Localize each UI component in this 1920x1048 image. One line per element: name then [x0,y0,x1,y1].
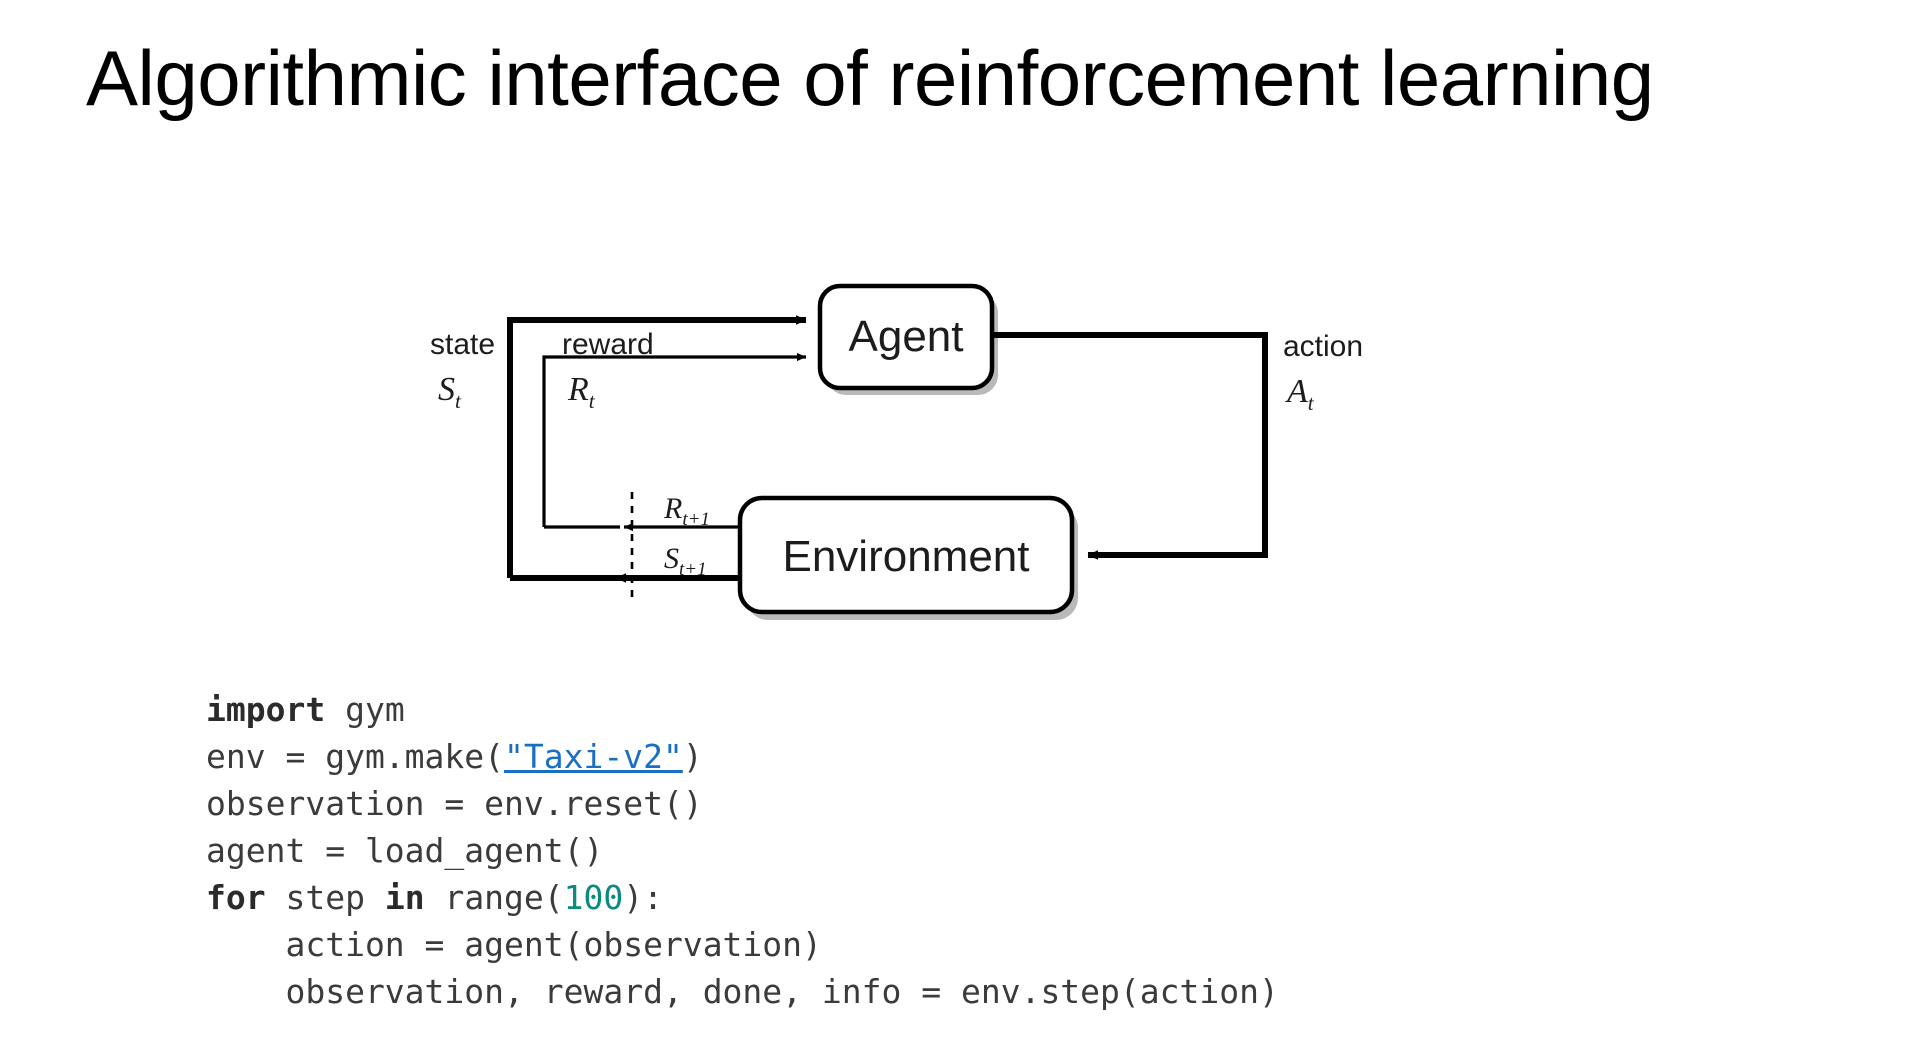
code-keyword: for [206,878,266,917]
state-next-symbol: St+1 [664,542,707,580]
action-label-group: action At [1283,330,1363,415]
code-text: agent = load_agent() [206,831,604,870]
environment-node: Environment [737,495,1075,615]
reward-label: reward [562,328,654,361]
reward-label-group: reward Rt [562,328,654,413]
code-text: env = gym.make( [206,737,505,776]
rl-interaction-diagram: Agent Environment state St reward Rt act… [0,200,1920,630]
code-text: action = agent(observation) [206,925,822,964]
code-text: range( [424,878,564,917]
reward-next-symbol: Rt+1 [663,492,710,530]
agent-node: Agent [817,283,995,391]
code-line: action = agent(observation) [206,921,1279,968]
state-label: state [430,328,495,361]
environment-node-label: Environment [782,532,1029,581]
page-title: Algorithmic interface of reinforcement l… [86,34,1654,122]
code-line: import gym [206,686,1279,733]
code-text: observation = env.reset() [206,784,703,823]
code-number: 100 [563,878,624,917]
code-keyword: import [206,690,326,729]
reward-symbol: Rt [567,371,596,413]
action-symbol: At [1285,373,1315,415]
code-line: for step in range(100): [206,874,1279,921]
code-line: observation = env.reset() [206,780,1279,827]
action-label: action [1283,330,1363,363]
code-line: env = gym.make("Taxi-v2") [206,733,1279,780]
code-text: observation, reward, done, info = env.st… [206,972,1279,1011]
state-feedback-arrow [507,315,807,581]
code-text: ) [682,737,703,776]
code-line: agent = load_agent() [206,827,1279,874]
code-line: observation, reward, done, info = env.st… [206,968,1279,1015]
action-arrow [994,332,1268,560]
env-id-link[interactable]: "Taxi-v2" [504,737,683,776]
code-text: step [265,878,385,917]
code-text: ): [623,878,664,917]
state-label-group: state St [430,328,495,413]
reward-feedback-arrow [542,352,807,529]
code-keyword: in [384,878,425,917]
agent-node-label: Agent [849,312,964,361]
code-text: gym [325,690,405,729]
state-symbol: St [438,371,462,413]
